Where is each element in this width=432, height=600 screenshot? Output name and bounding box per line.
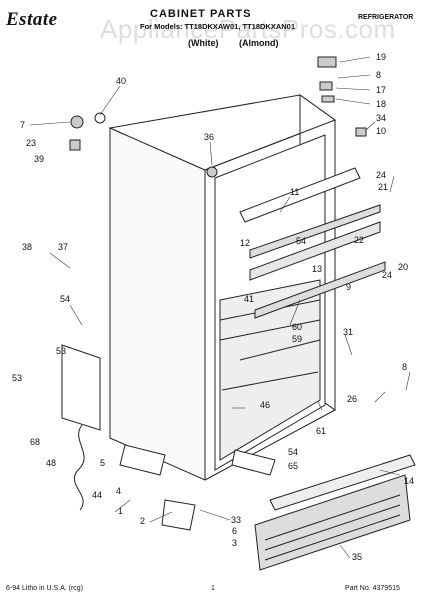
callout-53b: 53 bbox=[12, 373, 22, 383]
callout-7: 7 bbox=[20, 120, 25, 130]
hinge-washer bbox=[94, 112, 106, 124]
wire-harness bbox=[73, 424, 85, 511]
callout-3: 3 bbox=[232, 538, 237, 548]
leveler-bracket bbox=[231, 449, 276, 476]
callout-11: 11 bbox=[290, 187, 299, 197]
callout-4: 4 bbox=[116, 486, 121, 496]
callout-34: 34 bbox=[376, 113, 386, 123]
breaker-strip bbox=[239, 167, 361, 223]
toe-grille bbox=[269, 454, 416, 511]
callout-46: 46 bbox=[260, 400, 270, 410]
callout-10: 10 bbox=[376, 126, 386, 136]
hinge-bracket bbox=[161, 499, 196, 531]
color-white: (White) bbox=[188, 38, 219, 48]
callout-38: 38 bbox=[22, 242, 32, 252]
footer-page-number: 1 bbox=[211, 585, 215, 592]
base-grille bbox=[254, 474, 411, 571]
callout-14: 14 bbox=[404, 476, 414, 486]
callout-40: 40 bbox=[116, 76, 126, 86]
lower-hinge bbox=[119, 444, 166, 476]
callout-17: 17 bbox=[376, 85, 386, 95]
callout-65: 65 bbox=[288, 461, 298, 471]
callout-23: 23 bbox=[26, 138, 36, 148]
watermark-text: AppliancePartsPros.com bbox=[100, 14, 396, 44]
callout-33: 33 bbox=[231, 515, 241, 525]
callout-37: 37 bbox=[58, 242, 68, 252]
callout-54: 54 bbox=[296, 236, 306, 246]
callout-5: 5 bbox=[100, 458, 105, 468]
callout-54b: 54 bbox=[288, 447, 298, 457]
callout-22: 22 bbox=[354, 235, 364, 245]
callout-36: 36 bbox=[204, 132, 214, 142]
callout-59: 59 bbox=[292, 334, 302, 344]
callout-12: 12 bbox=[240, 238, 250, 248]
callout-35: 35 bbox=[352, 552, 362, 562]
model-numbers: For Models: TT18DKXAW01, TT18DKXAN01 bbox=[140, 22, 296, 31]
control-bracket bbox=[61, 344, 101, 431]
callout-21: 21 bbox=[378, 182, 388, 192]
callout-19: 19 bbox=[376, 52, 386, 62]
page-title: CABINET PARTS bbox=[150, 8, 252, 20]
callout-48: 48 bbox=[46, 458, 56, 468]
footer-part-number: Part No. 4379515 bbox=[345, 585, 400, 592]
hinge-bushing bbox=[69, 139, 81, 151]
callout-68: 68 bbox=[30, 437, 40, 447]
callout-26: 26 bbox=[347, 394, 357, 404]
callout-6: 6 bbox=[232, 526, 237, 536]
rail-lower bbox=[254, 261, 386, 319]
callout-20: 20 bbox=[398, 262, 408, 272]
callout-24b: 24 bbox=[382, 270, 392, 280]
callout-18: 18 bbox=[376, 99, 386, 109]
callout-2: 2 bbox=[140, 516, 145, 526]
callout-31: 31 bbox=[343, 327, 353, 337]
rail-upper bbox=[249, 204, 381, 259]
callout-61: 61 bbox=[316, 426, 326, 436]
callout-44: 44 bbox=[92, 490, 102, 500]
footer-litho: 6-94 Litho in U.S.A. (rcg) bbox=[6, 585, 84, 592]
hinge-screw bbox=[70, 115, 84, 129]
callout-8b: 8 bbox=[402, 362, 407, 372]
callout-9: 9 bbox=[346, 282, 351, 292]
callout-1: 1 bbox=[118, 506, 123, 516]
rail-middle bbox=[249, 221, 381, 281]
cabinet-plug bbox=[206, 166, 218, 178]
callout-13: 13 bbox=[312, 264, 322, 274]
callout-41: 41 bbox=[244, 294, 254, 304]
callout-60: 60 bbox=[292, 322, 302, 332]
color-almond: (Almond) bbox=[239, 38, 279, 48]
callout-8: 8 bbox=[376, 70, 381, 80]
cabinet-left-side bbox=[109, 127, 206, 481]
callout-54c: 54 bbox=[60, 294, 70, 304]
brand-logo: Estate bbox=[6, 9, 58, 30]
callout-39: 39 bbox=[34, 154, 44, 164]
callout-53: 53 bbox=[56, 346, 66, 356]
top-hinge-cap bbox=[317, 56, 337, 68]
color-variants: (White) (Almond) bbox=[188, 38, 297, 48]
category-label: REFRIGERATOR bbox=[358, 14, 414, 21]
callout-24: 24 bbox=[376, 170, 386, 180]
